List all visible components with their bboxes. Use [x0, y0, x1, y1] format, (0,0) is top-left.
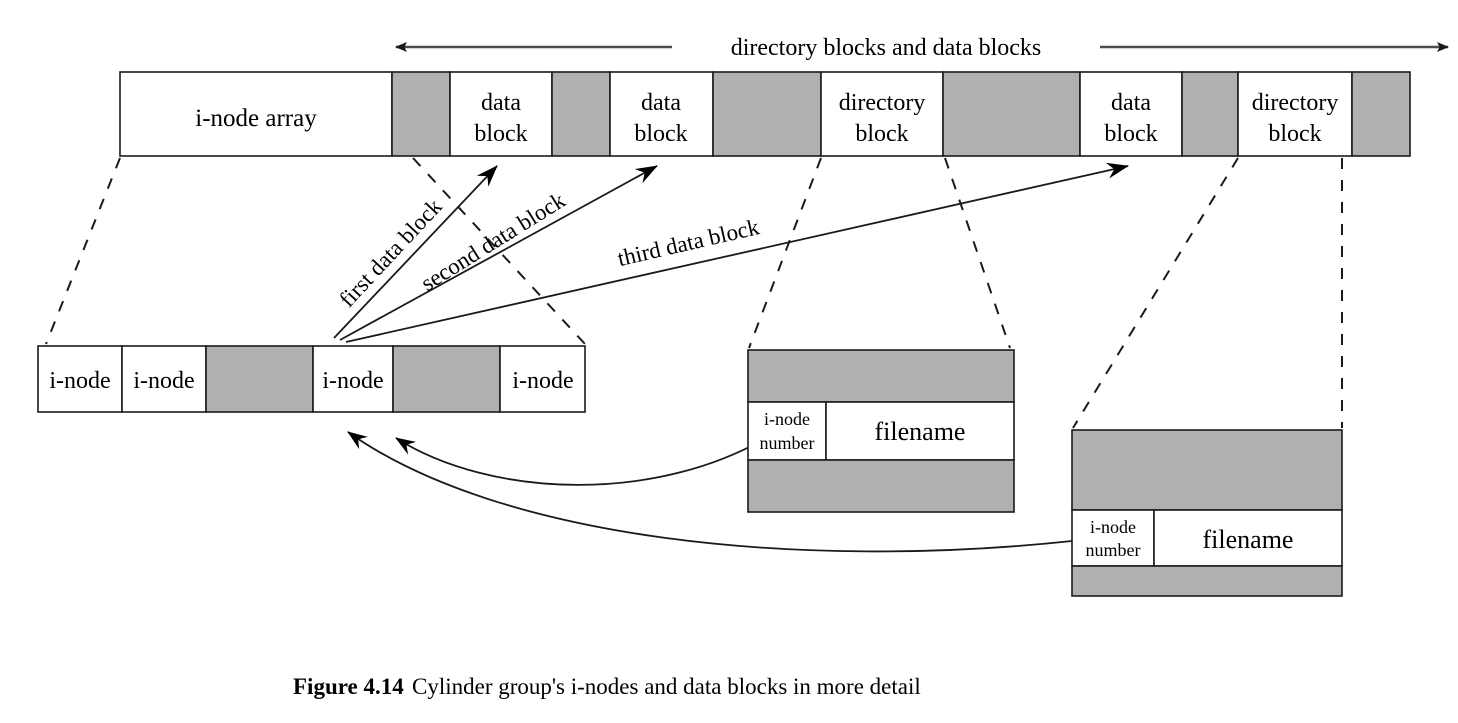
caption-label: Figure 4.14: [293, 674, 404, 699]
bar-cell-gray-3[interactable]: [712, 71, 822, 157]
dir1-filename-cell[interactable]: [825, 401, 1015, 461]
bar-cell-directory-block-2[interactable]: [1237, 71, 1353, 157]
expansion-connectors: [45, 157, 1343, 429]
dashed-connector-dir1-right: [944, 157, 1011, 349]
bar-cell-label-line1: directory: [839, 90, 926, 116]
data-block-pointers: first data block second data block third…: [333, 162, 1129, 343]
bar-cell-inode-array[interactable]: [119, 71, 393, 157]
figure-caption: Figure 4.14 Cylinder group's i-nodes and…: [293, 674, 921, 699]
bar-cell-label-line1: data: [641, 90, 681, 116]
bar-cell-label-line2: block: [474, 121, 527, 147]
inode-cell-4[interactable]: [499, 345, 586, 413]
dir2-inode-number-line1: i-node: [1090, 517, 1136, 537]
inode-cell-1[interactable]: [37, 345, 123, 413]
dir2-inode-number-cell[interactable]: [1071, 509, 1155, 567]
pointer-label-second: second data block: [417, 187, 570, 296]
dir1-inode-number-line2: number: [760, 433, 815, 453]
bar-cell-gray-1[interactable]: [391, 71, 451, 157]
range-label: directory blocks and data blocks: [731, 35, 1042, 61]
dir2-filename-cell[interactable]: [1153, 509, 1343, 567]
directory-block-detail-1: i-node number filename: [747, 349, 1015, 513]
bar-cell-data-block-1[interactable]: [449, 71, 553, 157]
bar-cell-label-line1: data: [481, 90, 521, 116]
dir1-filename-label: filename: [875, 417, 966, 446]
dir2-filename-label: filename: [1203, 525, 1294, 554]
inode-cell-3[interactable]: [312, 345, 394, 413]
inode-cell-gray-2[interactable]: [392, 345, 501, 413]
dir1-inode-number-line1: i-node: [764, 409, 810, 429]
caption-body: Cylinder group's i-nodes and data blocks…: [412, 674, 921, 699]
bar-cell-label-line2: block: [634, 121, 687, 147]
bar-cell-gray-5[interactable]: [1181, 71, 1239, 157]
directory-block-detail-2: i-node number filename: [1071, 429, 1343, 597]
dir2-row-gray-bottom[interactable]: [1071, 565, 1343, 597]
bar-cell-data-block-2[interactable]: [609, 71, 714, 157]
bar-cell-label-line1: data: [1111, 90, 1151, 116]
dir1-row-gray-top[interactable]: [747, 349, 1015, 403]
pointer-arrow-first-data-block: [333, 165, 498, 339]
curved-arrow-dir2-to-inode: [347, 431, 1073, 553]
bar-cell-directory-block-1[interactable]: [820, 71, 944, 157]
bar-cell-label: i-node array: [195, 105, 317, 132]
inode-cell-label: i-node: [49, 368, 110, 394]
inode-cell-label: i-node: [512, 368, 573, 394]
bar-cell-gray-4[interactable]: [942, 71, 1081, 157]
inode-array-detail: i-node i-node i-node i-node: [37, 345, 586, 413]
dashed-connector-inode-left: [45, 157, 121, 345]
inode-cell-gray-1[interactable]: [205, 345, 314, 413]
dir2-inode-number-line2: number: [1086, 540, 1141, 560]
inode-cell-label: i-node: [133, 368, 194, 394]
bar-cell-gray-6[interactable]: [1351, 71, 1411, 157]
pointer-label-third: third data block: [615, 214, 762, 271]
bar-cell-label-line1: directory: [1252, 90, 1339, 116]
directory-entry-pointers: [347, 431, 1073, 553]
curved-arrow-dir1-to-inode: [395, 431, 777, 486]
range-indicator: directory blocks and data blocks: [395, 35, 1449, 61]
inode-cell-2[interactable]: [121, 345, 207, 413]
bar-cell-gray-2[interactable]: [551, 71, 611, 157]
pointer-arrow-third-data-block: [345, 162, 1129, 343]
cylinder-group-bar: i-node array data block data block direc…: [119, 71, 1411, 157]
dashed-connector-dir1-left: [748, 157, 822, 349]
dashed-connector-dir2-left: [1072, 157, 1239, 429]
inode-cell-label: i-node: [322, 368, 383, 394]
dir2-row-gray-top[interactable]: [1071, 429, 1343, 511]
pointer-arrow-second-data-block: [339, 165, 658, 341]
dir1-row-gray-bottom[interactable]: [747, 459, 1015, 513]
bar-cell-label-line2: block: [1104, 121, 1157, 147]
bar-cell-label-line2: block: [1268, 121, 1321, 147]
dir1-inode-number-cell[interactable]: [747, 401, 827, 461]
bar-cell-label-line2: block: [855, 121, 908, 147]
